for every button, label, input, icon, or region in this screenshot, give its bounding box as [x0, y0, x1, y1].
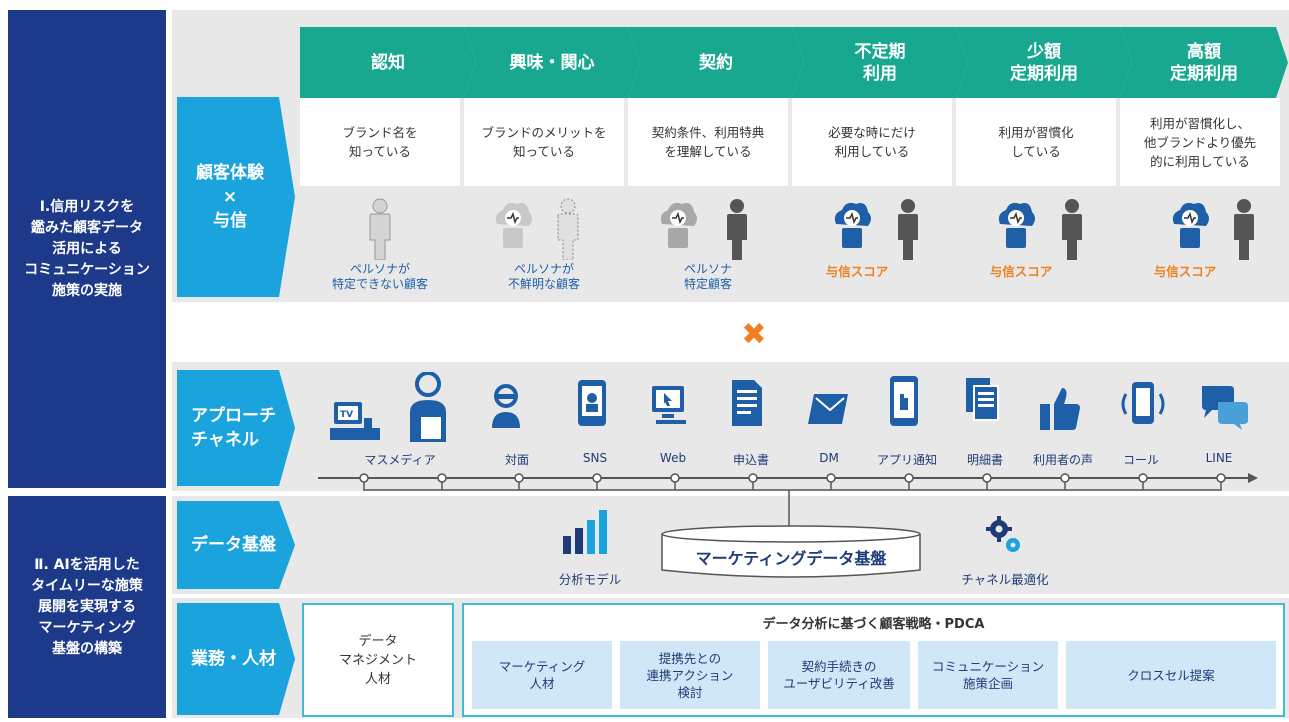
- credit-score-icon: [1172, 202, 1210, 249]
- credit-score-icon: [998, 202, 1036, 249]
- statement-icon: [966, 378, 999, 421]
- stage-description: ブランド名を 知っている: [300, 98, 460, 186]
- persona-identified-icon: [727, 199, 747, 260]
- person-icon: [1234, 199, 1254, 260]
- business-item: コミュニケーション 施策企画: [918, 641, 1058, 709]
- stage-chevron: 不定期 利用: [792, 27, 968, 98]
- stage-chevron: 興味・関心: [464, 27, 640, 98]
- face-to-face-icon: [492, 384, 520, 428]
- dm-envelope-icon: [808, 394, 848, 424]
- tv-icon: TV: [330, 402, 380, 440]
- business-item: マーケティング 人材: [472, 641, 612, 709]
- app-notification-icon: [890, 376, 918, 426]
- persona-unclear-icon: [557, 198, 579, 260]
- bar-chart-icon: [563, 510, 607, 554]
- person-icon: [898, 199, 918, 260]
- credit-score-caption: 与信スコア: [825, 264, 889, 279]
- stage-description: 契約条件、利用特典 を理解している: [628, 98, 788, 186]
- newspaper-reader-icon: [410, 372, 446, 442]
- row-label-data: データ基盤: [177, 501, 295, 589]
- sns-icon: [578, 380, 606, 426]
- channel-label: アプリ通知: [876, 453, 937, 467]
- persona-unknown-icon: [369, 198, 391, 260]
- business-item: クロスセル提案: [1066, 641, 1276, 709]
- business-item: 提携先との 連携アクション 検討: [620, 641, 760, 709]
- channel-timeline: [318, 473, 1258, 530]
- persona-caption: ペルソナが 不鮮明な顧客: [507, 262, 580, 291]
- stage-chevron: 高額 定期利用: [1120, 27, 1288, 98]
- analysis-model-label: 分析モデル: [558, 572, 622, 587]
- section-1-label: Ⅰ.信用リスクを 鑑みた顧客データ 活用による コミュニケーション 施策の実施: [8, 10, 166, 488]
- cloud-analysis-icon: [495, 202, 533, 249]
- svg-text:TV: TV: [340, 410, 353, 420]
- persona-icons: [369, 198, 1254, 260]
- call-icon: [1121, 382, 1165, 424]
- channel-icons: TV: [330, 372, 1248, 442]
- thumbs-up-icon: [1040, 388, 1080, 430]
- database-cylinder: [661, 525, 921, 578]
- data-management-label: データ マネジメント 人材: [338, 634, 417, 687]
- channel-label: コール: [1122, 453, 1159, 467]
- row-label-customer: 顧客体験 × 与信: [177, 97, 295, 297]
- stage-chevron: 少額 定期利用: [956, 27, 1132, 98]
- persona-caption: ペルソナ 特定顧客: [683, 262, 732, 291]
- stage-chevron: 認知: [300, 27, 476, 98]
- business-item: 契約手続きの ユーザビリティ改善: [768, 641, 910, 709]
- web-icon: [652, 386, 686, 424]
- persona-caption: ペルソナが 特定できない顧客: [331, 262, 428, 291]
- stage-chevron: 契約: [628, 27, 804, 98]
- marketing-data-platform: マーケティングデータ基盤: [695, 549, 887, 568]
- stage-description: 利用が習慣化 している: [956, 98, 1116, 186]
- data-management-box: [302, 603, 454, 717]
- channel-label: 利用者の声: [1032, 453, 1093, 467]
- channel-label: SNS: [582, 451, 608, 465]
- line-chat-icon: [1202, 386, 1248, 430]
- channel-label: Web: [659, 451, 687, 465]
- credit-score-icon: [834, 202, 872, 249]
- cross-symbol: ✖: [741, 317, 767, 352]
- stage-description: ブランドのメリットを 知っている: [464, 98, 624, 186]
- stage-description: 利用が習慣化し、 他ブランドより優先 的に利用している: [1120, 98, 1280, 186]
- channel-label: 申込書: [732, 453, 769, 467]
- gears-icon: [986, 516, 1020, 552]
- channel-optimization-label: チャネル最適化: [961, 572, 1049, 587]
- channel-label: DM: [819, 451, 839, 465]
- credit-score-caption: 与信スコア: [989, 264, 1053, 279]
- channel-label: LINE: [1205, 451, 1233, 465]
- row-label-business: 業務・人材: [177, 603, 295, 715]
- row-label-approach: アプローチ チャネル: [177, 370, 295, 486]
- channel-label: マスメディア: [364, 453, 436, 467]
- cloud-analysis-icon: [660, 202, 698, 249]
- stage-description: 必要な時にだけ 利用している: [792, 98, 952, 186]
- section-2-label: Ⅱ. AIを活用した タイムリーな施策 展開を実現する マーケティング 基盤の構…: [8, 496, 166, 718]
- channel-label: 明細書: [966, 453, 1003, 467]
- application-form-icon: [732, 380, 762, 426]
- pdca-title: データ分析に基づく顧客戦略・PDCA: [762, 617, 985, 632]
- credit-score-caption: 与信スコア: [1153, 264, 1217, 279]
- person-icon: [1062, 199, 1082, 260]
- channel-label: 対面: [504, 453, 529, 467]
